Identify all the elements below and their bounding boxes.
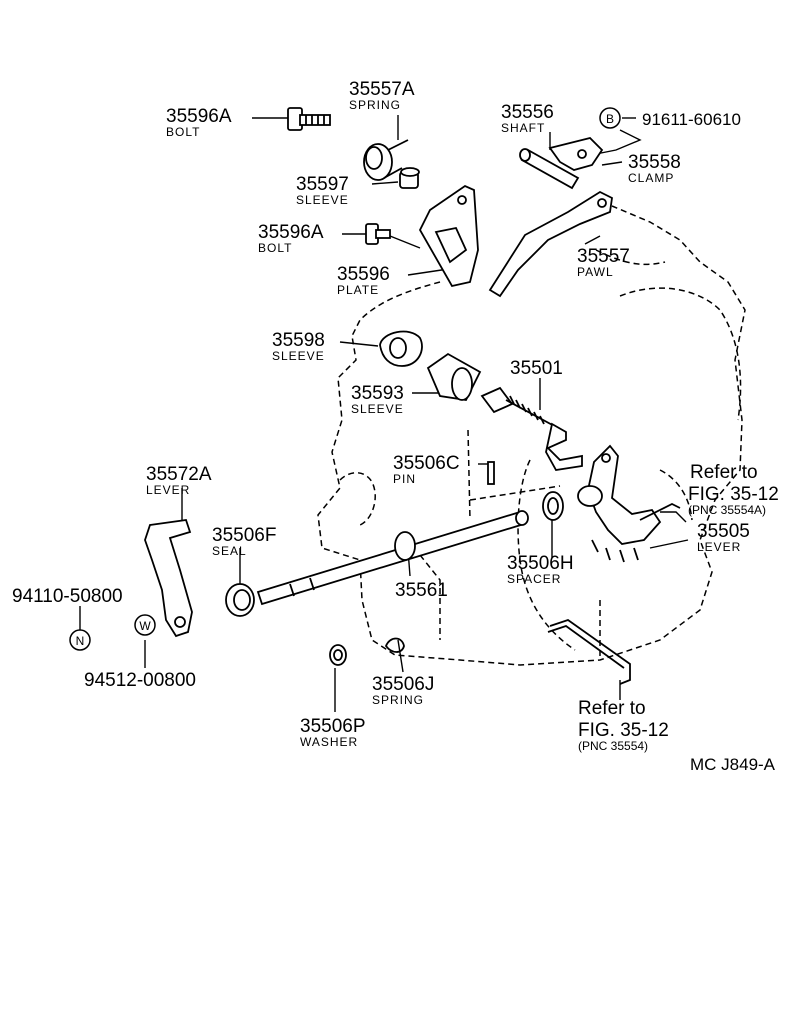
part-number: 35506C [393, 453, 460, 474]
part-name: WASHER [300, 735, 358, 749]
ref-line3: (PNC 35554A) [688, 503, 766, 517]
cable-end-icon [639, 502, 681, 521]
shaft-icon-2 [256, 510, 529, 606]
symbol-w-label: W [139, 619, 151, 633]
part-name: SEAL [212, 544, 247, 558]
rod-icon [480, 386, 583, 471]
part-number: 91611-60610 [642, 110, 741, 129]
part-number: 35596 [337, 264, 390, 285]
part-number: 35506F [212, 525, 276, 546]
part-number: 35557A [349, 79, 415, 100]
part-number: 94110-50800 [12, 586, 123, 607]
symbol-w: W [134, 614, 156, 636]
ref-line3: (PNC 35554) [578, 739, 648, 753]
sleeve-icon-2 [379, 330, 423, 367]
pin-icon [487, 461, 495, 485]
lever-icon-2 [144, 519, 193, 638]
spacer-icon [542, 491, 564, 521]
lever-icon [577, 444, 662, 563]
part-number: 35501 [510, 358, 563, 379]
part-number: 35572A [146, 464, 212, 485]
ref-line2: FIG. 35-12 [578, 720, 669, 741]
part-number: 35505 [697, 521, 750, 542]
part-name: SLEEVE [272, 349, 325, 363]
part-labels: 35596A BOLT 35557A SPRING 35556 SHAFT 91… [12, 79, 750, 749]
clamp-icon [548, 137, 604, 171]
part-name: SPACER [507, 572, 561, 586]
part-name: SPRING [349, 98, 401, 112]
sleeve-icon [399, 167, 420, 189]
part-number: 35557 [577, 246, 630, 267]
part-name: BOLT [166, 125, 200, 139]
pawl-icon [488, 190, 613, 298]
seal-icon [225, 583, 255, 617]
spring-icon [363, 139, 409, 181]
part-number: 94512-00800 [84, 670, 196, 691]
part-number: 35596A [258, 222, 324, 243]
part-number: 35596A [166, 106, 232, 127]
ref-line1: Refer to [690, 462, 758, 483]
leader-lines [79, 115, 689, 712]
part-name: SLEEVE [351, 402, 404, 416]
ref-line1: Refer to [578, 698, 646, 719]
part-name: LEVER [697, 540, 741, 554]
part-number: 35593 [351, 383, 404, 404]
part-name: BOLT [258, 241, 292, 255]
washer-icon [329, 644, 347, 666]
symbol-b: B [599, 107, 621, 129]
part-number: 35558 [628, 152, 681, 173]
part-number: 35598 [272, 330, 325, 351]
spring-icon-2 [384, 637, 405, 653]
part-number: 35561 [395, 580, 448, 601]
sleeve-icon-3 [426, 352, 482, 401]
part-number: 35556 [501, 102, 554, 123]
part-number: 35597 [296, 174, 349, 195]
bolt-icon [287, 107, 331, 131]
plate-icon [418, 184, 479, 288]
part-name: PLATE [337, 283, 379, 297]
bolt-icon-2 [365, 223, 391, 245]
part-number: 35506H [507, 553, 574, 574]
part-number: 35506P [300, 716, 366, 737]
ref-line2: FIG. 35-12 [688, 484, 779, 505]
part-name: LEVER [146, 483, 190, 497]
part-drawings [144, 107, 681, 685]
part-name: PIN [393, 472, 416, 486]
symbol-b-label: B [606, 112, 614, 126]
reference-note-upper: Refer to FIG. 35-12 (PNC 35554A) [688, 462, 779, 517]
reference-note-lower: Refer to FIG. 35-12 (PNC 35554) [578, 698, 669, 753]
part-name: SPRING [372, 693, 424, 707]
shaft-icon [519, 148, 580, 190]
diagram-code: MC J849-A [690, 755, 776, 774]
part-name: PAWL [577, 265, 614, 279]
symbol-n-label: N [76, 634, 85, 648]
part-name: SHAFT [501, 121, 545, 135]
part-number: 35506J [372, 674, 434, 695]
part-name: CLAMP [628, 171, 674, 185]
symbol-n: N [69, 629, 91, 651]
link-rod-icon [547, 619, 631, 685]
transmission-case-outline [317, 205, 746, 666]
part-name: SLEEVE [296, 193, 349, 207]
